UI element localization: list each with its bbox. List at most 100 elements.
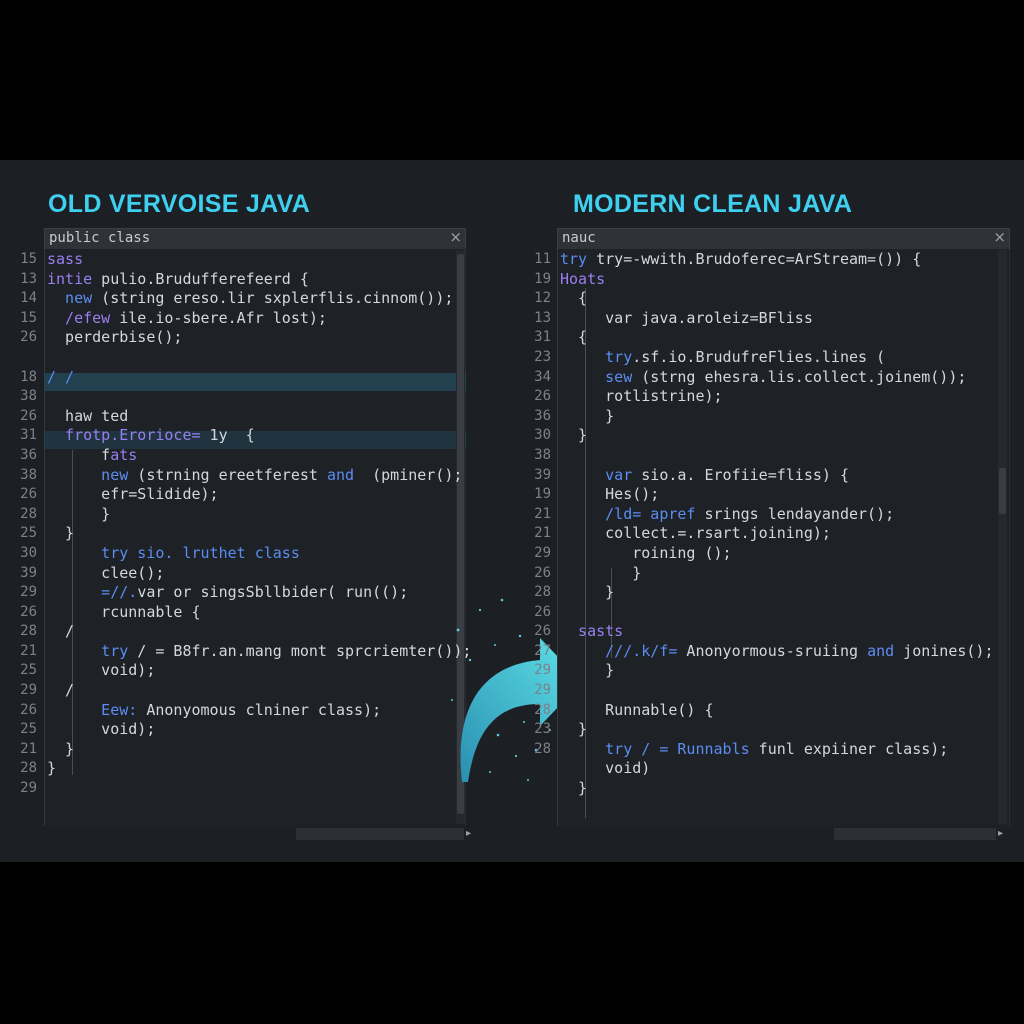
line-number: 31 xyxy=(20,427,37,444)
line-number: 13 xyxy=(20,270,37,287)
horizontal-scrollbar[interactable]: ▸ xyxy=(834,828,1003,840)
scrollbar-thumb[interactable] xyxy=(999,468,1006,514)
code-token: / / xyxy=(47,367,75,386)
code-token: ile.io-sbere.Afr lost); xyxy=(110,308,327,327)
code-line: / xyxy=(47,622,454,642)
indent-guide xyxy=(611,568,612,658)
code-token: collect.=.rsart.joining); xyxy=(560,524,831,543)
code-token: f xyxy=(47,445,111,464)
scrollbar-thumb[interactable] xyxy=(457,254,464,814)
code-token: sasts xyxy=(560,622,624,641)
modern-java-title: MODERN CLEAN JAVA xyxy=(573,190,853,218)
code-token: Hes(); xyxy=(560,485,660,504)
line-number: 26 xyxy=(20,486,37,503)
code-line: fats xyxy=(47,446,454,466)
code-area[interactable] xyxy=(44,249,466,826)
code-token: (strning ereetferest xyxy=(128,465,327,484)
scroll-right-icon[interactable]: ▸ xyxy=(998,828,1004,839)
code-line: /efew ile.io-sbere.Afr lost); xyxy=(47,309,454,329)
code-line: try / = Runnabls funl expiiner class); xyxy=(560,740,998,760)
scroll-right-icon[interactable]: ▸ xyxy=(466,828,472,839)
code-token: and xyxy=(326,465,355,484)
arrow-shape xyxy=(460,638,582,782)
code-token: jonines(); xyxy=(894,641,994,660)
code-token: haw ted xyxy=(47,406,129,425)
code-token: try=-wwith.Brudoferec=ArStream=()) { xyxy=(587,250,922,268)
code-token: var java.aroleiz=BFliss xyxy=(560,308,813,327)
highlighted-line xyxy=(44,373,466,391)
horizontal-scrollbar[interactable]: ▸ xyxy=(296,828,471,840)
line-number: 36 xyxy=(20,446,37,463)
code-line: var sio.a. Erofiie=fliss) { xyxy=(560,466,998,486)
line-number: 21 xyxy=(534,505,551,522)
editor-tab[interactable]: nauc × xyxy=(557,228,1010,250)
comparison-stage: OLD VERVOISE JAVA MODERN CLEAN JAVA publ… xyxy=(0,160,1024,862)
code-line: void) xyxy=(560,759,998,779)
code-token: rotlistrine); xyxy=(560,387,723,406)
close-icon[interactable]: × xyxy=(993,228,1006,246)
line-number: 29 xyxy=(534,544,551,561)
code-area[interactable] xyxy=(557,249,1010,826)
line-number: 26 xyxy=(534,564,551,581)
code-token: Runnable() { xyxy=(560,700,714,719)
line-number: 23 xyxy=(534,721,551,738)
code-line: perderbise(); xyxy=(47,328,454,348)
editor-tab[interactable]: public class × xyxy=(44,228,466,250)
code-token: } xyxy=(47,524,75,543)
code-line: { xyxy=(560,328,998,348)
code-line: sasts xyxy=(560,622,998,642)
line-number: 29 xyxy=(20,682,37,699)
code-line: Eew: Anonyomous clniner class); xyxy=(47,701,454,721)
code-token: try xyxy=(560,250,588,268)
line-number: 11 xyxy=(534,251,551,267)
code-token: sio.a. Erofiie=fliss) { xyxy=(632,465,849,484)
code-token: } xyxy=(560,720,588,739)
code-line: ///.k/f= Anonyormous-sruiing and jonines… xyxy=(560,642,998,662)
code-line: efr=Slidide); xyxy=(47,485,454,505)
code-line: roining (); xyxy=(560,544,998,564)
code-line: } xyxy=(560,583,998,603)
code-line: haw ted xyxy=(47,407,454,427)
code-token: var xyxy=(560,465,633,484)
code-line: rcunnable { xyxy=(47,603,454,623)
line-number: 25 xyxy=(20,662,37,679)
code-token: /efew xyxy=(47,308,111,327)
code-token: =//. xyxy=(47,583,138,602)
code-token: Anonyormous-sruiing xyxy=(677,641,868,660)
vertical-scrollbar[interactable] xyxy=(998,250,1007,824)
code-token: (string ereso.lir sxplerflis.cinnom()); xyxy=(92,289,454,308)
code-token: / = B8fr.an.mang mont sprcriemter()); xyxy=(128,641,472,660)
code-line: void); xyxy=(47,661,454,681)
code-token: try xyxy=(560,739,633,758)
line-number: 39 xyxy=(20,564,37,581)
line-number: 13 xyxy=(534,309,551,326)
code-line: try.sf.io.BrudufreFlies.lines ( xyxy=(560,348,998,368)
code-token: void) xyxy=(560,759,651,778)
code-line xyxy=(47,348,454,368)
code-token: frotp.Erorioce= xyxy=(47,426,201,445)
line-number: 21 xyxy=(20,642,37,659)
code-token: void); xyxy=(47,720,156,739)
code-token: / = Runnabls xyxy=(632,739,750,758)
code-token: (pminer(); xyxy=(354,465,463,484)
code-token: / xyxy=(47,681,75,700)
code-line: void); xyxy=(47,720,454,740)
close-icon[interactable]: × xyxy=(449,228,462,246)
line-number: 29 xyxy=(534,682,551,699)
code-line: rotlistrine); xyxy=(560,387,998,407)
code-token: funl expiiner class); xyxy=(749,739,949,758)
code-token: { xyxy=(560,328,588,347)
code-line: } xyxy=(560,564,998,584)
code-token: sio. lruthet class xyxy=(128,543,300,562)
code-token: } xyxy=(560,426,588,445)
code-token: var or singsSbllbider( run((); xyxy=(137,583,409,602)
code-line: intie pulio.Brudufferefeerd { xyxy=(47,270,454,290)
code-line: } xyxy=(47,524,454,544)
code-line: sew (strng ehesra.lis.collect.joinem()); xyxy=(560,368,998,388)
line-number: 15 xyxy=(20,251,37,267)
line-number: 28 xyxy=(20,623,37,640)
vertical-scrollbar[interactable] xyxy=(456,250,465,824)
line-number: 21 xyxy=(20,740,37,757)
line-number: 36 xyxy=(534,407,551,424)
